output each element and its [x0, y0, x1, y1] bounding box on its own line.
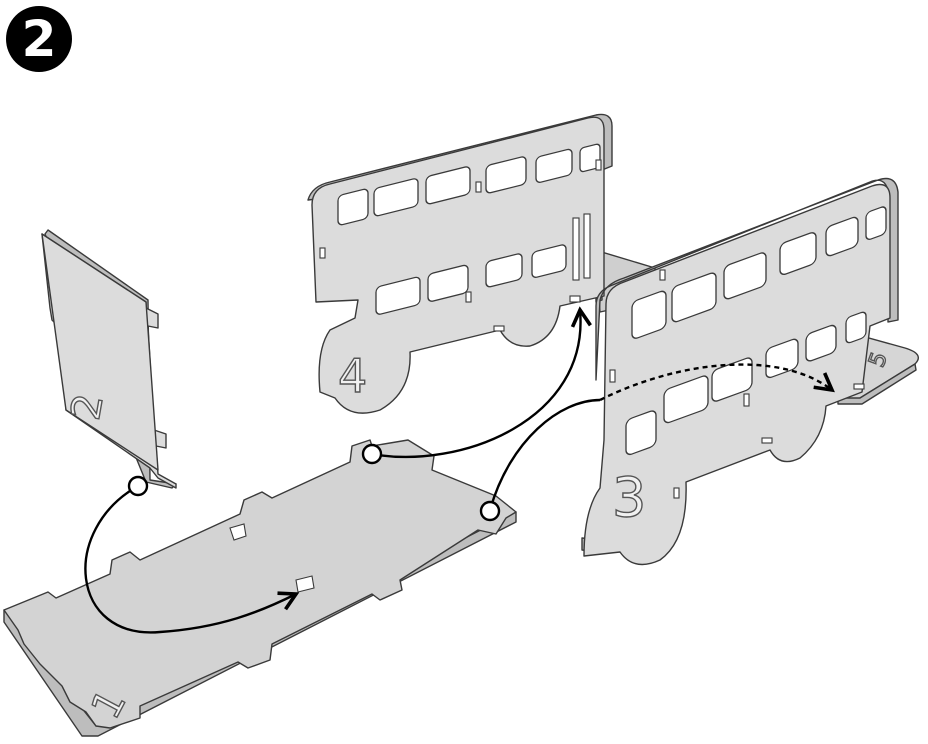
end-panel: 2: [41, 229, 177, 489]
base-plate: 1: [3, 439, 517, 737]
attach-point-base-front: [479, 500, 501, 522]
piece-4-label: 4: [338, 349, 367, 403]
step-number-badge: 2: [6, 6, 72, 72]
attach-point-base-back: [361, 443, 383, 465]
front-side-panel: 3: [581, 177, 899, 566]
back-side-panel: 4: [307, 113, 656, 414]
assembly-arrows: [84, 310, 832, 634]
piece-3-label: 3: [612, 466, 646, 529]
attach-point-end-panel: [127, 475, 149, 497]
arrow-base-to-back-side: [371, 310, 581, 459]
arrow-end-panel-to-base: [84, 484, 296, 634]
arrow-base-to-front-side: [488, 398, 601, 511]
arrow-hidden-continuation: [599, 363, 832, 402]
